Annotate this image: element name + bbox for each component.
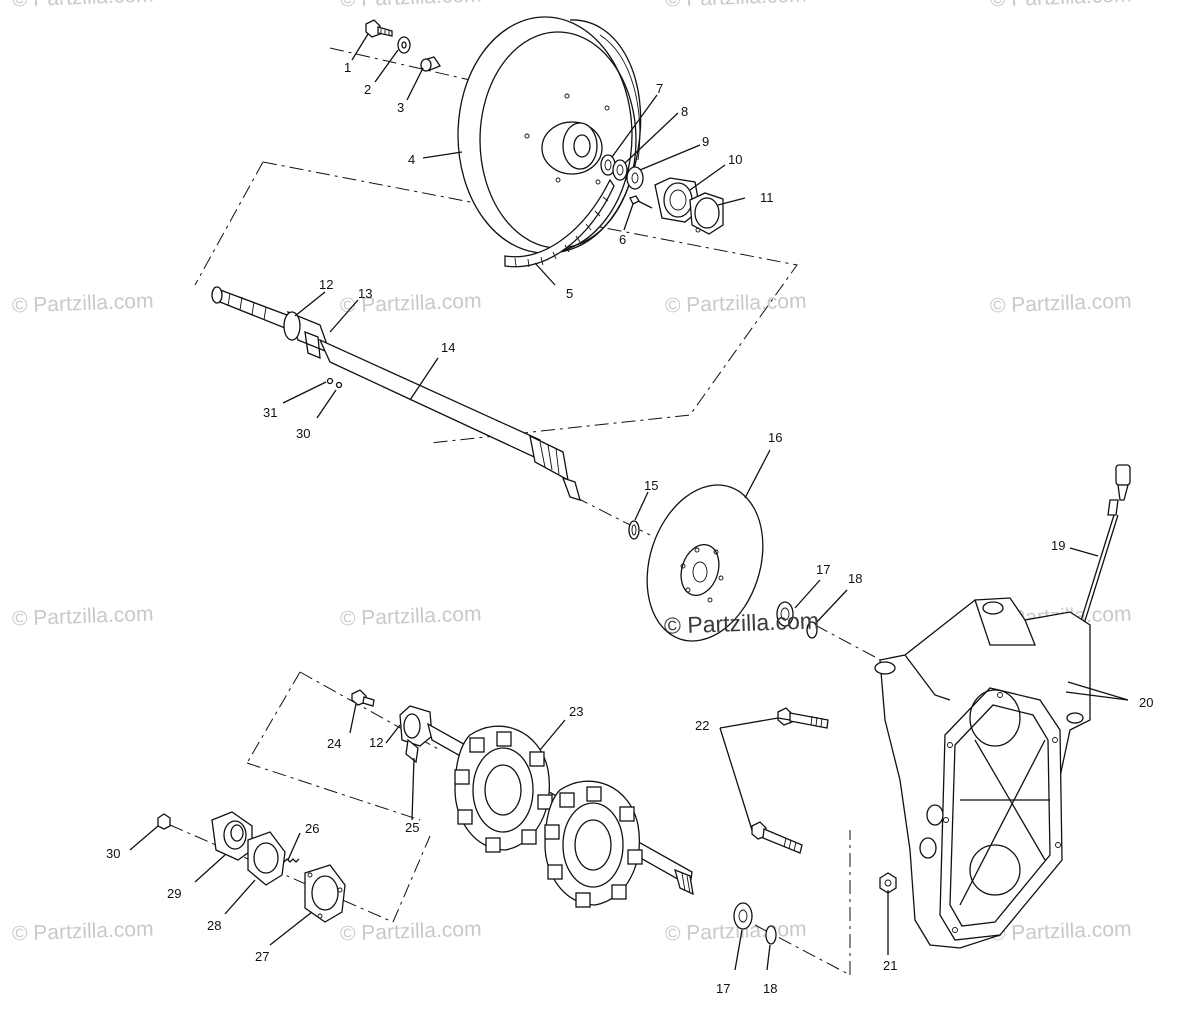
callout-12: 12 — [319, 277, 333, 292]
callout-26: 26 — [305, 821, 319, 836]
part-bearing-8 — [612, 159, 628, 181]
part-screw-24 — [351, 689, 375, 707]
callout-3: 3 — [397, 100, 404, 115]
part-bolt-22-upper — [777, 707, 829, 729]
part-drive-belt — [504, 178, 615, 268]
callout-5: 5 — [566, 286, 573, 301]
callout-28: 28 — [207, 918, 221, 933]
callout-11: 11 — [760, 190, 774, 205]
part-flange-plate — [689, 192, 724, 235]
callout-10: 10 — [728, 152, 742, 167]
part-oring-18-lower — [765, 925, 777, 945]
part-jackshaft — [211, 286, 581, 501]
part-washer-9 — [626, 166, 644, 190]
callout-23: 23 — [569, 704, 583, 719]
callout-22: 22 — [695, 718, 709, 733]
callout-29: 29 — [167, 886, 181, 901]
part-bolt-22-lower — [751, 821, 803, 854]
callout-20: 20 — [1139, 695, 1153, 710]
callout-15: 15 — [644, 478, 658, 493]
callout-27: 27 — [255, 949, 269, 964]
callout-2: 2 — [364, 82, 371, 97]
part-drive-sprocket-left — [454, 725, 553, 853]
callout-17: 17 — [716, 981, 730, 996]
part-nut-30-lower — [157, 813, 171, 830]
part-gasket-28 — [247, 831, 286, 886]
watermark-center-text: © Partzilla.com — [663, 607, 820, 639]
callout-24: 24 — [327, 736, 341, 751]
callout-17: 17 — [816, 562, 830, 577]
part-washer — [397, 36, 411, 54]
part-driven-pulley — [457, 16, 642, 254]
part-spacer — [420, 56, 441, 72]
callout-8: 8 — [681, 104, 688, 119]
part-drive-sprocket-right — [544, 780, 643, 908]
callout-25: 25 — [405, 820, 419, 835]
part-nut-21 — [879, 872, 897, 894]
callout-19: 19 — [1051, 538, 1065, 553]
part-oring-18-upper — [806, 621, 818, 639]
part-center-hub-25 — [405, 738, 419, 764]
part-chaincase-housing — [874, 597, 1091, 949]
callout-21: 21 — [883, 958, 897, 973]
callout-6: 6 — [619, 232, 626, 247]
part-snap-ring — [628, 520, 640, 540]
part-plate-27 — [304, 864, 346, 923]
callout-7: 7 — [656, 81, 663, 96]
callout-4: 4 — [408, 152, 415, 167]
callout-14: 14 — [441, 340, 455, 355]
part-bearing-17-upper — [776, 601, 794, 627]
part-spring-26 — [283, 858, 300, 863]
callout-16: 16 — [768, 430, 782, 445]
callout-1: 1 — [344, 60, 351, 75]
part-brake-disc — [646, 484, 764, 642]
callout-30: 30 — [106, 846, 120, 861]
leader-lines — [129, 33, 1129, 971]
part-bearing-17-lower — [733, 902, 753, 930]
part-bolt-6 — [629, 195, 653, 209]
callout-12: 12 — [369, 735, 383, 750]
callout-31: 31 — [263, 405, 277, 420]
callout-labels: 1 2 3 4 5 6 7 8 9 10 11 12 13 14 31 30 1… — [106, 60, 1153, 996]
part-bearing-plate-29 — [211, 811, 253, 861]
callout-9: 9 — [702, 134, 709, 149]
callout-18: 18 — [763, 981, 777, 996]
callout-13: 13 — [358, 286, 372, 301]
callout-18: 18 — [848, 571, 862, 586]
part-bolt — [365, 19, 393, 38]
callout-30: 30 — [296, 426, 310, 441]
